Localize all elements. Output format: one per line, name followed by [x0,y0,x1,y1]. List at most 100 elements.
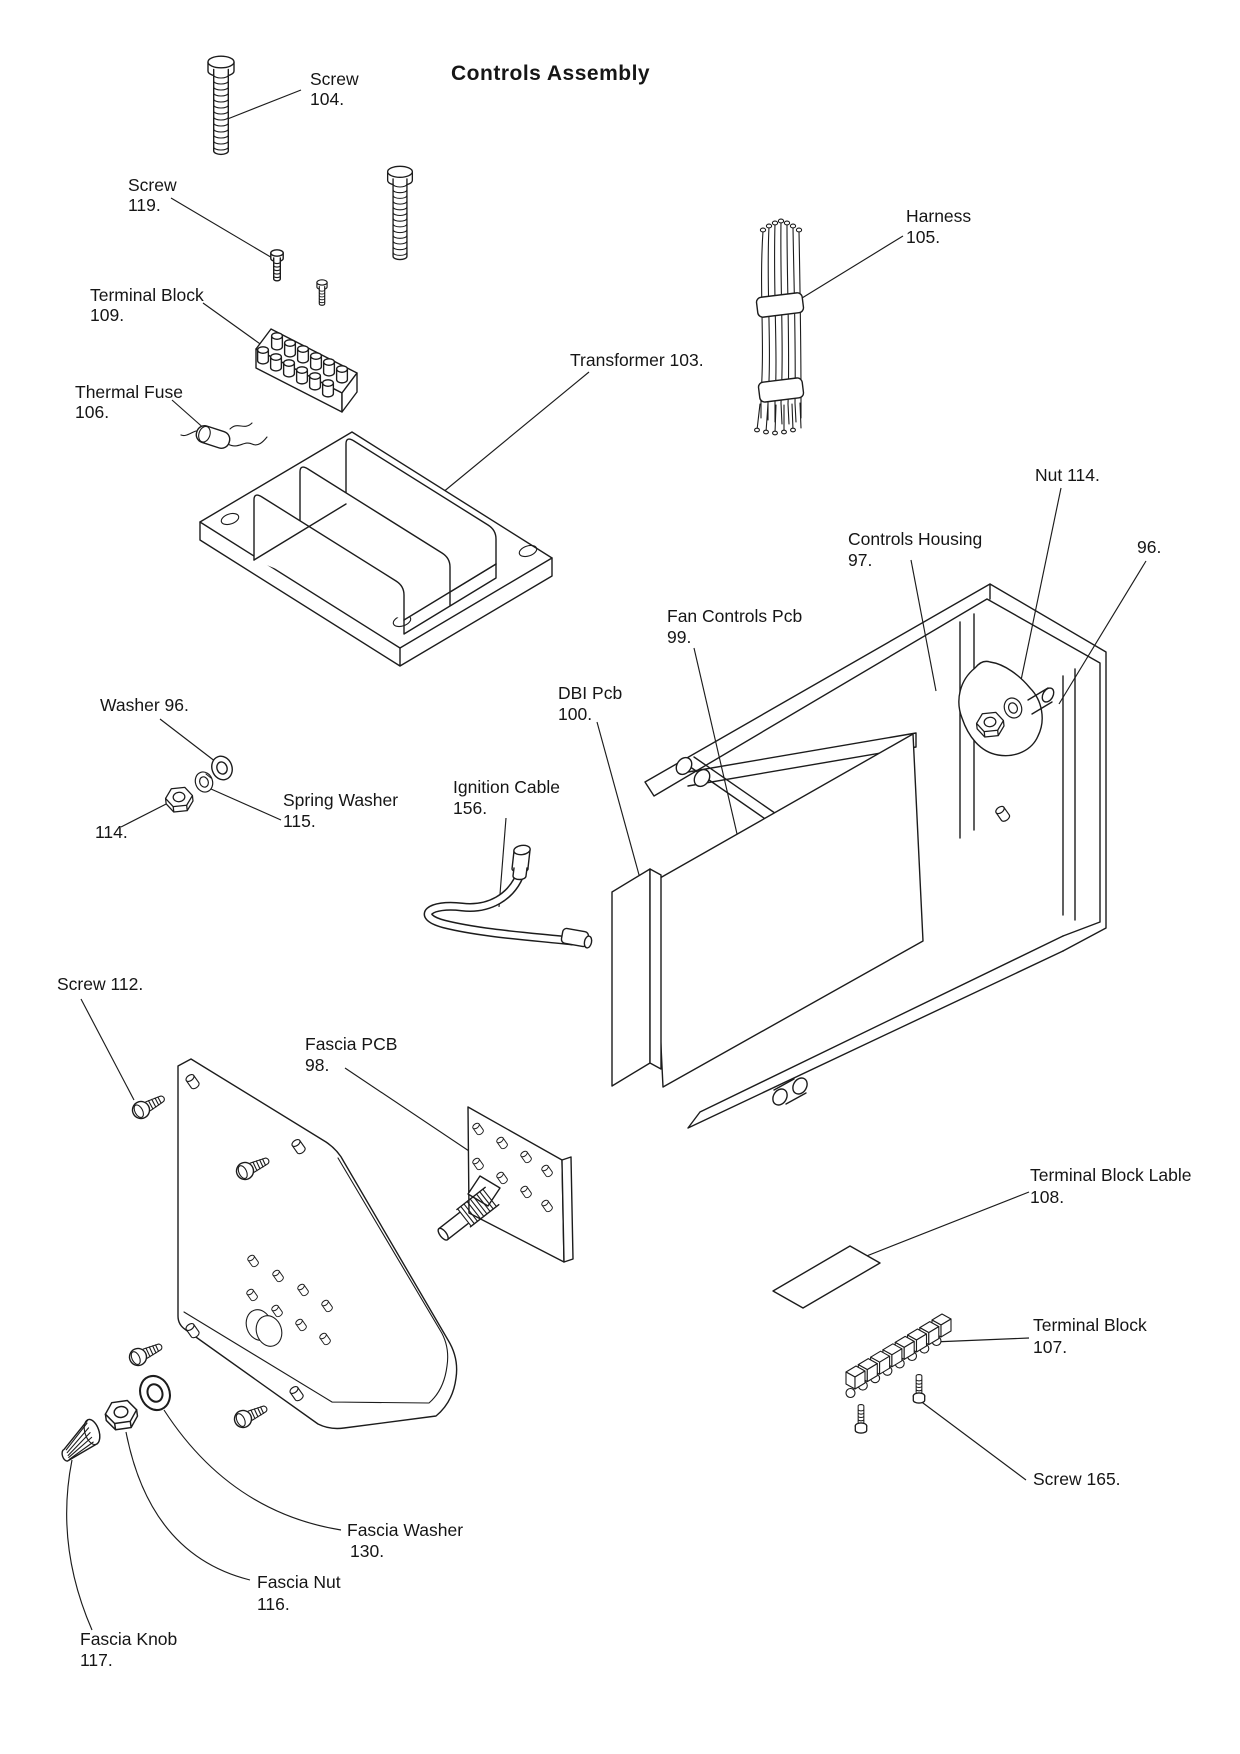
fan-controls-pcb-99-drawing [652,733,924,1088]
terminal-block-109-drawing [255,328,358,413]
label-terminal-block-109-name: Terminal Block [90,285,204,305]
label-controls-housing-97-number: 97. [848,550,872,570]
leader-fascia-knob-117 [66,1459,93,1631]
cable-connector [511,844,531,881]
leader-screw-104 [224,89,302,121]
harness-105-drawing [754,218,805,436]
label-thermal-fuse-106-number: 106. [75,402,109,422]
label-fascia-nut-116-name: Fascia Nut [257,1572,341,1592]
label-thermal-fuse-106: Thermal Fuse 106. [75,382,183,422]
label-fan-controls-pcb-99-name: Fan Controls Pcb [667,606,802,626]
label-fascia-nut-116-number: 116. [257,1594,290,1614]
label-controls-housing-97: Controls Housing 97. [848,529,982,570]
fascia-hardware-drawing [61,1370,176,1462]
bracket-stud-96 [1041,687,1055,703]
label-fascia-knob-117-number: 117. [80,1650,113,1670]
fascia-screw-b [126,1337,166,1369]
leader-screw-112 [80,998,135,1101]
terminal-block-lable-108-drawing [772,1245,881,1309]
leader-lines [66,89,1147,1631]
label-spring-washer-115-number: 115. [283,811,316,831]
long-screw-104 [207,55,235,156]
label-screw-165: Screw 165. [1033,1469,1121,1489]
label-nut-114: Nut 114. [1035,465,1100,485]
label-fascia-knob-117-name: Fascia Knob [80,1629,177,1649]
leader-fascia-pcb-98 [344,1067,470,1152]
fascia-screw-c [231,1399,271,1431]
washer-nut-set-drawing [164,752,237,814]
dbi-pcb-100-drawing [611,868,651,1087]
leader-ref-114 [120,799,175,828]
nut-114-drawing [164,786,195,814]
housing-bottom-rail [687,935,1064,1129]
label-harness-105-name: Harness [906,206,971,226]
label-terminal-block-lable-108-number: 108. [1030,1187,1064,1207]
label-fascia-knob-117: Fascia Knob 117. [80,1629,177,1670]
label-ref-96: 96. [1137,537,1161,557]
label-screw-104-number: 104. [310,89,344,109]
label-fascia-nut-116: Fascia Nut 116. [257,1572,341,1614]
label-terminal-block-107-number: 107. [1033,1337,1067,1357]
leader-dbi-pcb-100 [596,721,645,894]
label-terminal-block-107: Terminal Block 107. [1033,1315,1147,1357]
label-transformer-103: Transformer 103. [570,350,704,370]
leader-screw-119 [170,197,275,260]
label-terminal-block-109-number: 109. [90,305,124,325]
fascia-pot [437,1175,501,1241]
label-terminal-block-lable-108: Terminal Block Lable 108. [1030,1165,1191,1207]
long-screw-104b [386,165,414,261]
terminal-block-107-drawing [845,1313,952,1399]
label-screw-119-number: 119. [128,195,161,215]
controls-housing-97-drawing [611,583,1107,1129]
label-terminal-block-109: Terminal Block 109. [90,285,204,325]
transformer-103-drawing [199,431,553,667]
leader-terminal-block-lable-108 [858,1191,1030,1260]
leader-ref-96 [1058,560,1147,705]
ignition-cable-156-drawing [423,844,593,949]
spring-washer-115-drawing [191,768,217,796]
label-terminal-block-107-name: Terminal Block [1033,1315,1147,1335]
small-screw-119 [270,249,284,282]
fascia-knob-117-drawing [61,1418,101,1462]
leader-nut-114 [1013,487,1062,715]
label-fascia-washer-130-number: 130. [350,1541,384,1561]
leader-harness-105 [788,235,904,307]
fascia-pcb-98-drawing [437,1106,574,1263]
label-dbi-pcb-100-name: DBI Pcb [558,683,622,703]
leader-spring-washer-115 [210,788,282,821]
label-spring-washer-115: Spring Washer 115. [283,790,398,831]
label-screw-119-name: Screw [128,175,177,195]
leader-fascia-nut-116 [125,1431,251,1581]
fascia-panel-drawing [126,1058,458,1431]
label-ignition-cable-156-name: Ignition Cable [453,777,560,797]
label-fascia-pcb-98-number: 98. [305,1055,329,1075]
label-ignition-cable-156: Ignition Cable 156. [453,777,560,818]
label-screw-112: Screw 112. [57,974,143,994]
housing-bottom-spacer [772,1077,808,1106]
label-ignition-cable-156-number: 156. [453,798,487,818]
label-fascia-pcb-98: Fascia PCB 98. [305,1034,397,1075]
label-dbi-pcb-100-number: 100. [558,704,592,724]
label-fan-controls-pcb-99-number: 99. [667,627,691,647]
label-terminal-block-lable-108-name: Terminal Block Lable [1030,1165,1191,1185]
label-washer-96: Washer 96. [100,695,189,715]
fascia-nut-116-drawing [103,1398,140,1432]
screw-112-drawing [128,1089,169,1123]
fascia-washer-130-drawing [134,1370,176,1416]
page-title: Controls Assembly [451,62,650,85]
label-controls-housing-97-name: Controls Housing [848,529,982,549]
small-screw-119b [316,279,328,306]
leader-terminal-block-107 [932,1337,1030,1343]
label-fascia-pcb-98-name: Fascia PCB [305,1034,397,1054]
screw-165-a-drawing [854,1403,868,1434]
leader-washer-96 [159,718,217,763]
cable-boot [560,927,593,949]
leader-transformer-103 [424,371,590,508]
label-harness-105-number: 105. [906,227,940,247]
leader-fascia-washer-130 [163,1409,342,1531]
leader-controls-housing-97 [910,559,937,692]
screw-165-b-drawing [912,1373,926,1404]
label-screw-104: Screw 104. [310,69,359,109]
